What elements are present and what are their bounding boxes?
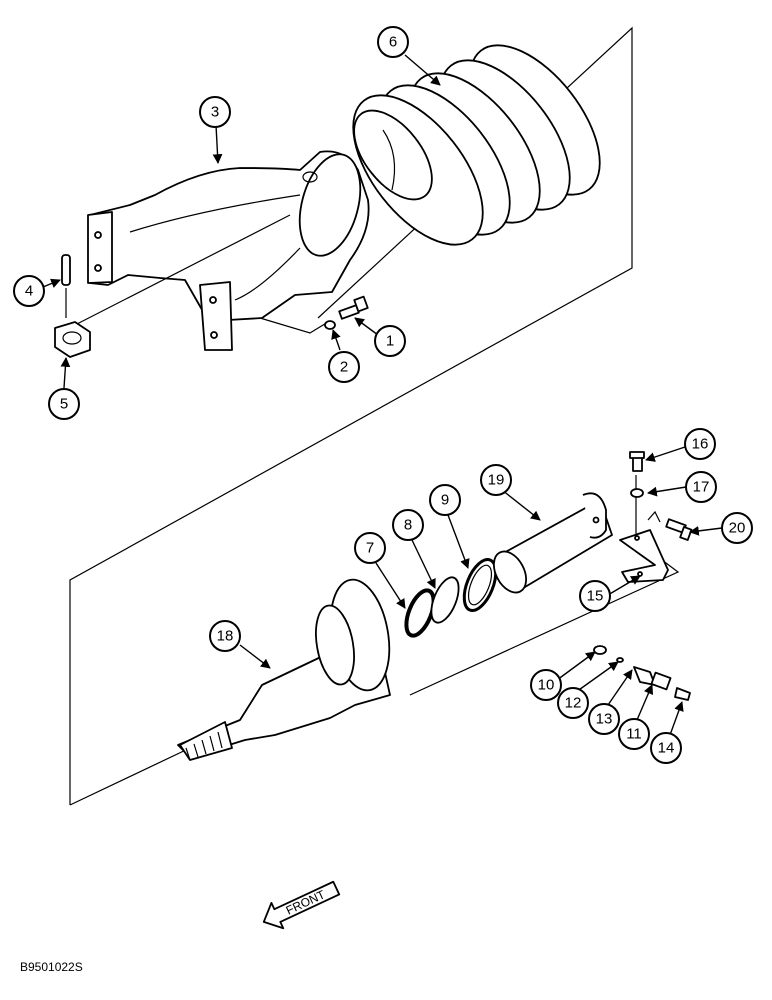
front-arrow: FRONT [262,880,341,930]
castle-nut [54,321,91,358]
seal-rings [404,557,498,638]
svg-text:16: 16 [692,436,709,453]
svg-text:18: 18 [217,628,234,645]
callout-11: 11 [618,718,650,750]
svg-text:10: 10 [538,677,555,694]
drawing-id: B9501022S [20,960,83,974]
callout-4: 4 [13,275,45,307]
cylinder [492,492,613,594]
svg-text:6: 6 [389,34,397,51]
svg-text:19: 19 [488,472,505,489]
svg-text:2: 2 [340,359,348,376]
leader-lines [42,54,723,736]
svg-text:15: 15 [587,588,604,605]
svg-text:13: 13 [596,711,613,728]
callout-14: 14 [650,732,682,764]
svg-text:4: 4 [25,283,33,300]
callout-7: 7 [354,532,386,564]
svg-text:3: 3 [211,104,219,121]
callout-9: 9 [429,484,461,516]
recoil-spring [352,44,601,246]
spring-pin [61,254,71,286]
bolt-and-washer [324,295,369,330]
callout-5: 5 [48,388,80,420]
svg-text:7: 7 [366,540,374,557]
svg-text:1: 1 [386,333,394,350]
callout-12: 12 [557,687,589,719]
grease-fitting-assembly [593,645,691,701]
callout-15: 15 [579,580,611,612]
svg-text:9: 9 [441,492,449,509]
svg-text:17: 17 [693,479,710,496]
svg-text:12: 12 [565,695,582,712]
svg-text:20: 20 [729,520,746,537]
idler-shaft [177,578,391,761]
callout-16: 16 [684,428,716,460]
svg-text:14: 14 [658,740,675,757]
bracket [619,529,669,583]
bracket-bolts [629,451,693,541]
callout-13: 13 [588,703,620,735]
svg-text:5: 5 [60,396,68,413]
callout-20: 20 [721,512,753,544]
callout-1: 1 [374,325,406,357]
callout-18: 18 [209,620,241,652]
front-label: FRONT [284,887,328,917]
callout-17: 17 [685,471,717,503]
callout-8: 8 [392,509,424,541]
callout-6: 6 [377,26,409,58]
callout-19: 19 [480,464,512,496]
yoke [87,150,370,351]
svg-text:8: 8 [404,517,412,534]
callout-10: 10 [530,669,562,701]
svg-text:11: 11 [626,726,642,743]
callout-3: 3 [199,96,231,128]
callout-2: 2 [328,351,360,383]
